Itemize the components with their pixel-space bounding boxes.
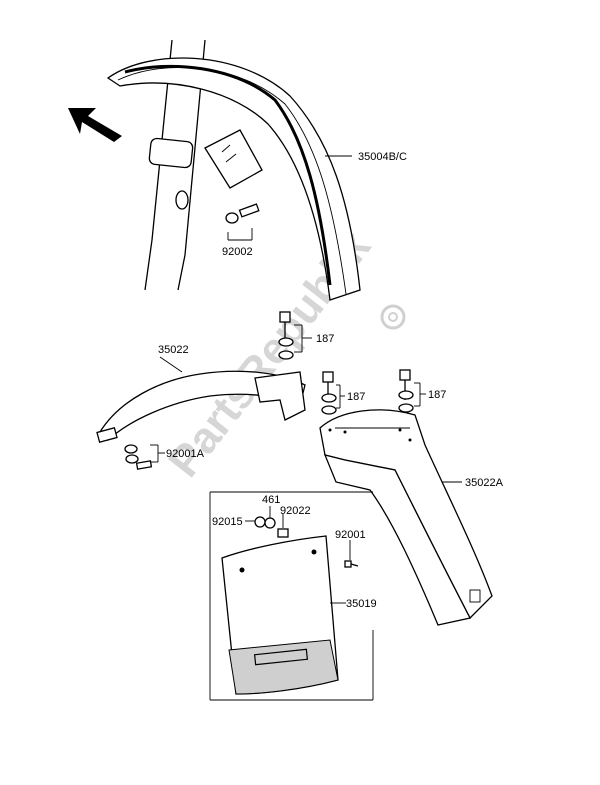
flap-bolt <box>344 540 359 568</box>
gear-icon <box>380 304 406 330</box>
label-rear-fender: 35022A <box>465 477 504 489</box>
bolt-rear-right <box>398 369 426 413</box>
label-nut: 92015 <box>212 516 243 528</box>
rear-fender-bolt <box>124 444 165 470</box>
rear-fender-front <box>96 370 306 443</box>
direction-arrow-icon <box>68 108 122 142</box>
front-fender-bolt <box>225 203 260 241</box>
label-front-fender: 35004B/C <box>358 151 407 163</box>
label-rear-fender-front: 35022 <box>158 344 189 356</box>
front-fender <box>106 57 361 301</box>
label-bolt-rear-right: 187 <box>428 389 446 401</box>
mud-flap <box>221 535 339 695</box>
label-rear-fender-bolt: 92001A <box>166 448 205 460</box>
nut <box>245 516 266 528</box>
label-bolt-upper: 187 <box>316 333 334 345</box>
washer <box>264 506 276 529</box>
label-front-fender-bolt: 92002 <box>222 246 253 258</box>
collar <box>277 514 289 538</box>
rear-fender <box>319 409 493 626</box>
bolt-upper <box>278 311 312 360</box>
label-washer: 461 <box>262 494 280 506</box>
mud-flap-group <box>209 491 374 701</box>
leader-35022 <box>159 356 183 373</box>
label-flap-bolt: 92001 <box>335 529 366 541</box>
bolt-rear-left <box>321 371 345 415</box>
label-collar: 92022 <box>280 505 311 517</box>
label-bolt-rear-left: 187 <box>347 391 365 403</box>
label-mud-flap: 35019 <box>346 598 377 610</box>
